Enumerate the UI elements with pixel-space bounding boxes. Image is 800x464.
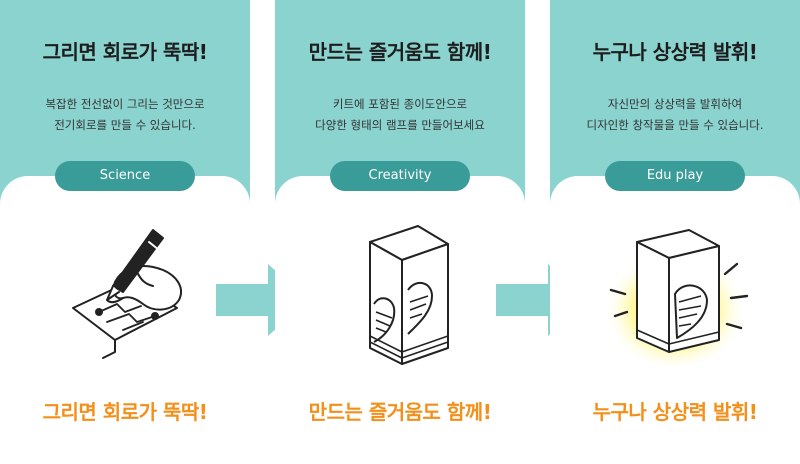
card-edu-play: 누구나 상상력 발휘! 자신만의 상상력을 발휘하여 디자인한 창작물을 만들 … [550, 0, 800, 464]
card-desc-line: 복잡한 전선없이 그리는 것만으로 [45, 97, 205, 111]
card-creativity: 만드는 즐거움도 함께! 키트에 포함된 종이도안으로 다양한 형태의 램프를 … [275, 0, 525, 464]
card-science: 그리면 회로가 뚝딱! 복잡한 전선없이 그리는 것만으로 전기회로를 만들 수… [0, 0, 250, 464]
card-title: 만드는 즐거움도 함께! [308, 40, 492, 64]
card-desc-line: 다양한 형태의 램프를 만들어보세요 [315, 118, 485, 132]
paper-lamp-icon [369, 225, 449, 365]
card-title: 그리면 회로가 뚝딱! [42, 40, 208, 64]
card-desc-line: 자신만의 상상력을 발휘하여 [607, 97, 743, 111]
card-description: 복잡한 전선없이 그리는 것만으로 전기회로를 만들 수 있습니다. [0, 94, 250, 136]
card-description: 키트에 포함된 종이도안으로 다양한 형태의 램프를 만들어보세요 [275, 94, 525, 136]
card-title: 누구나 상상력 발휘! [592, 40, 758, 64]
badge-science: Science [55, 161, 195, 191]
card-description: 자신만의 상상력을 발휘하여 디자인한 창작물을 만들 수 있습니다. [550, 94, 800, 136]
card-desc-line: 키트에 포함된 종이도안으로 [332, 97, 468, 111]
badge-creativity: Creativity [330, 161, 470, 191]
glowing-lamp-icon [603, 229, 749, 366]
card-desc-line: 디자인한 창작물을 만들 수 있습니다. [586, 118, 764, 132]
hand-drawing-circuit-icon [72, 229, 182, 359]
card-tagline: 누구나 상상력 발휘! [592, 400, 758, 424]
badge-edu-play: Edu play [605, 161, 745, 191]
card-desc-line: 전기회로를 만들 수 있습니다. [54, 118, 196, 132]
card-tagline: 그리면 회로가 뚝딱! [42, 400, 208, 424]
card-tagline: 만드는 즐거움도 함께! [308, 400, 492, 424]
